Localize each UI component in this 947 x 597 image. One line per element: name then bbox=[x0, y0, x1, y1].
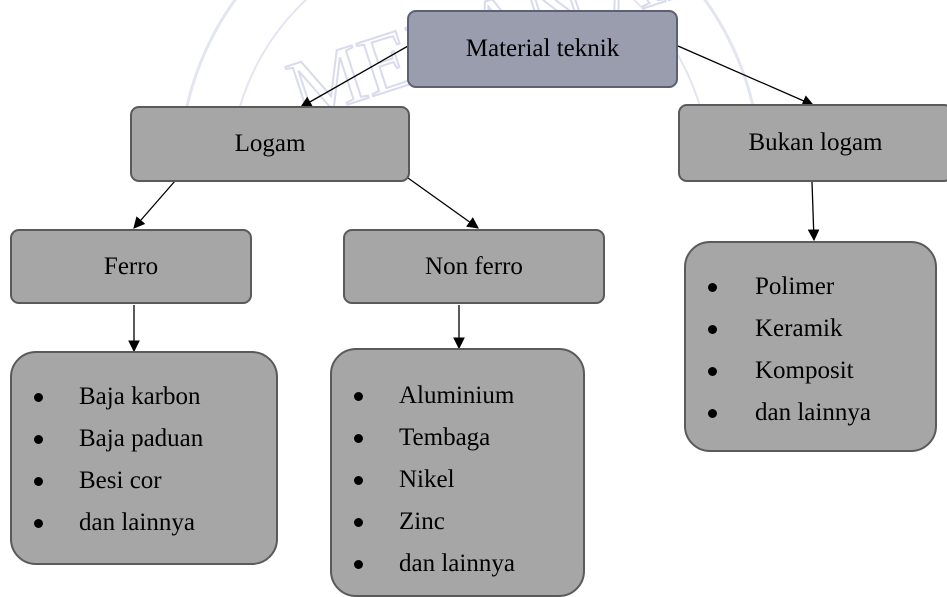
node-logam-label: Logam bbox=[234, 130, 306, 157]
bullet-icon bbox=[708, 325, 717, 334]
non-ferro-list: Aluminium Tembaga Nikel Zinc dan lainnya bbox=[330, 348, 585, 597]
list-item: Besi cor bbox=[12, 460, 276, 502]
node-logam: Logam bbox=[130, 106, 410, 182]
node-non-ferro: Non ferro bbox=[343, 229, 605, 304]
bullet-icon bbox=[354, 434, 363, 443]
bukan-logam-list: Polimer Keramik Komposit dan lainnya bbox=[684, 241, 937, 452]
arrow-logam-to-non-ferro bbox=[407, 177, 479, 229]
arrow-logam-to-ferro bbox=[133, 180, 176, 229]
node-ferro-label: Ferro bbox=[103, 252, 159, 280]
bullet-icon bbox=[34, 435, 43, 444]
bullet-icon bbox=[34, 393, 43, 402]
arrow-bukan-logam-to-list bbox=[807, 181, 820, 242]
bullet-icon bbox=[708, 283, 717, 292]
list-item: Polimer bbox=[686, 266, 935, 308]
node-bukan-logam-label: Bukan logam bbox=[748, 129, 883, 156]
node-material-teknik: Material teknik bbox=[407, 10, 678, 88]
list-item: Tembaga bbox=[332, 417, 583, 459]
bullet-icon bbox=[354, 476, 363, 485]
list-item: dan lainnya bbox=[12, 502, 276, 544]
bullet-icon bbox=[708, 367, 717, 376]
list-item: dan lainnya bbox=[686, 392, 935, 434]
list-item: Keramik bbox=[686, 308, 935, 350]
list-item: Komposit bbox=[686, 350, 935, 392]
list-item: Baja paduan bbox=[12, 418, 276, 460]
ferro-list: Baja karbon Baja paduan Besi cor dan lai… bbox=[10, 351, 278, 565]
arrow-root-to-bukan-logam bbox=[677, 45, 815, 107]
bullet-icon bbox=[34, 519, 43, 528]
arrow-root-to-logam bbox=[299, 45, 409, 108]
bullet-icon bbox=[354, 518, 363, 527]
node-material-teknik-label: Material teknik bbox=[465, 35, 620, 62]
node-non-ferro-label: Non ferro bbox=[425, 252, 523, 280]
bullet-icon bbox=[708, 409, 717, 418]
list-item: Aluminium bbox=[332, 375, 583, 417]
node-bukan-logam: Bukan logam bbox=[678, 104, 947, 182]
list-item: Baja karbon bbox=[12, 376, 276, 418]
list-item: Zinc bbox=[332, 501, 583, 543]
list-item: Nikel bbox=[332, 459, 583, 501]
bullet-icon bbox=[354, 560, 363, 569]
bullet-icon bbox=[354, 392, 363, 401]
node-ferro: Ferro bbox=[10, 229, 252, 304]
bullet-icon bbox=[34, 477, 43, 486]
list-item: dan lainnya bbox=[332, 543, 583, 585]
